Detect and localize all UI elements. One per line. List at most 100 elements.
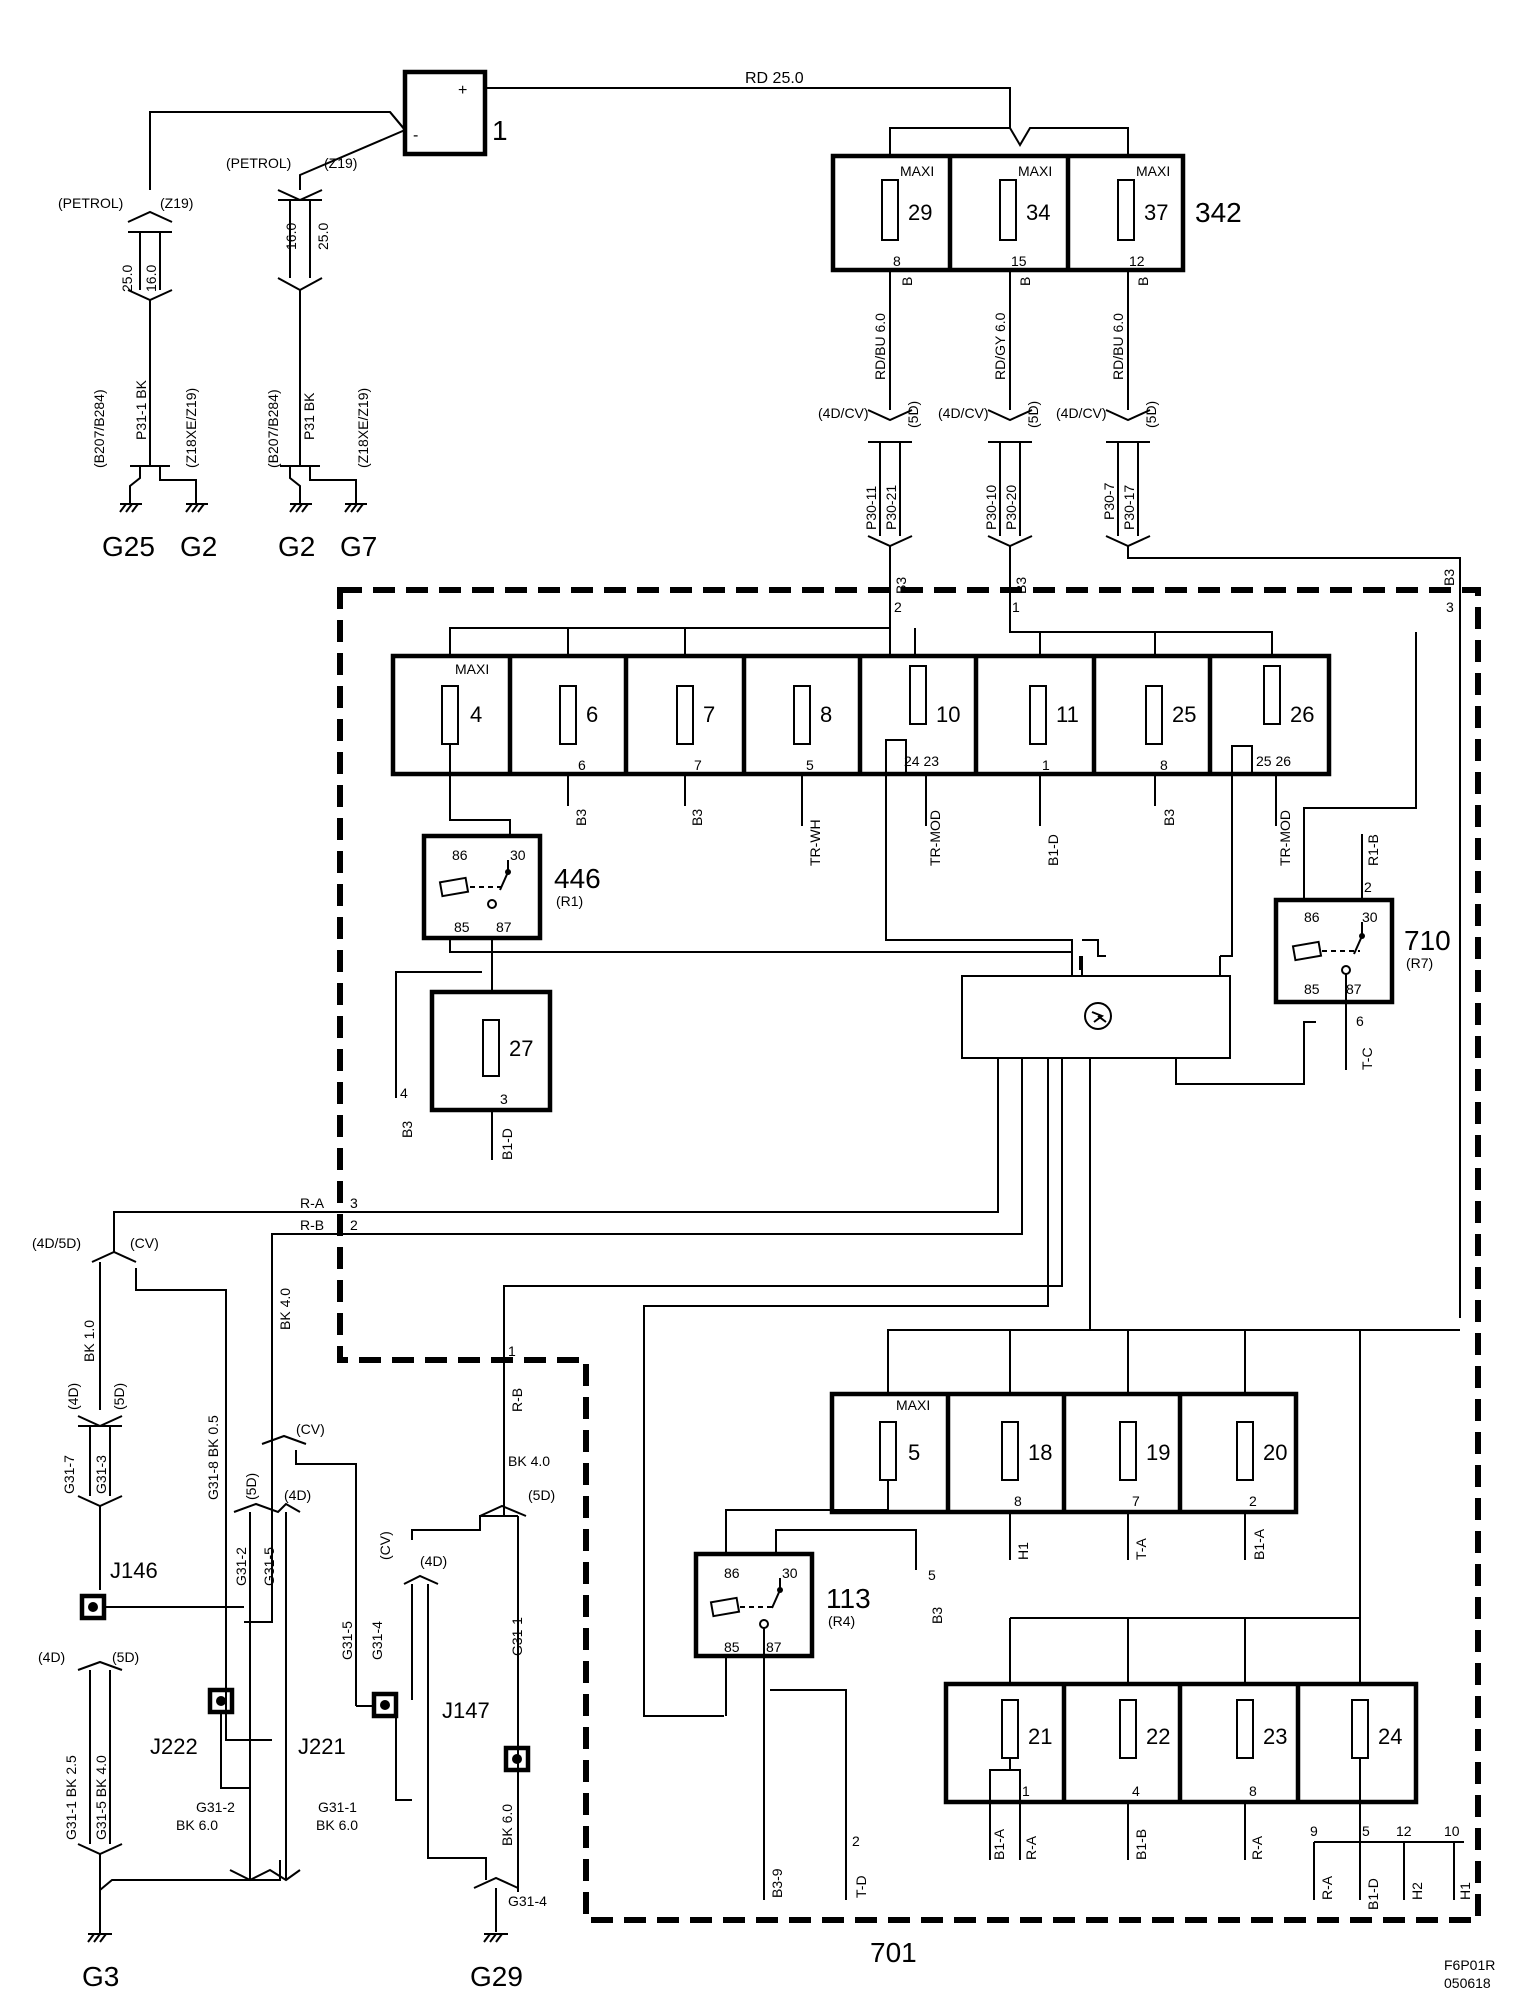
ground-g2-b: G2 xyxy=(278,531,315,562)
fuse-29-type: MAXI xyxy=(900,163,934,179)
fuse-23-out1: R-A xyxy=(1249,1835,1265,1860)
lg-4d4: (4D) xyxy=(38,1649,65,1665)
gm-z19: (Z19) xyxy=(324,155,357,171)
relay-710-p85: 85 xyxy=(1304,981,1320,997)
rb-pin: 2 xyxy=(350,1217,358,1233)
fuse-8-out: TR-WH xyxy=(807,819,823,866)
relay-710-top-label: R1-B xyxy=(1365,834,1381,866)
battery-minus-label: - xyxy=(413,127,418,144)
fuse-10-pin: 24 23 xyxy=(904,753,939,769)
gm-vr: (Z18XE/Z19) xyxy=(355,388,371,468)
fuse-21-num: 21 xyxy=(1028,1724,1052,1749)
conn-p30-7: P30-7 xyxy=(1101,482,1117,520)
fuse-25-pin: 8 xyxy=(1160,757,1168,773)
rb-bottom-label: R-B xyxy=(509,1388,525,1412)
fuse-6-num: 6 xyxy=(586,702,598,727)
lg-g315bk: G31-5 BK 4.0 xyxy=(93,1755,109,1840)
relay-113-b3-pin: 5 xyxy=(928,1567,936,1583)
rb-bk40: BK 4.0 xyxy=(508,1453,550,1469)
b3-4-pin: 4 xyxy=(400,1085,408,1101)
lg-g311: G31-1 xyxy=(509,1617,525,1656)
fuse-25-out: B3 xyxy=(1161,809,1177,826)
lg-5d2: (5D) xyxy=(243,1473,259,1500)
fuse-34-type: MAXI xyxy=(1018,163,1052,179)
wire-37: RD/BU 6.0 xyxy=(1110,313,1126,380)
fuse-10-out: TR-MOD xyxy=(927,810,943,866)
ground-g25: G25 xyxy=(102,531,155,562)
out-b1d: B1-D xyxy=(1365,1878,1381,1910)
fuse-row-upper: MAXI 4 6 6 7 7 8 5 10 24 23 11 1 25 8 26… xyxy=(390,653,1332,777)
relay-113-p86: 86 xyxy=(724,1565,740,1581)
out-h1: H1 xyxy=(1457,1882,1473,1900)
fuse-7-num: 7 xyxy=(703,702,715,727)
fuse-27-out: B1-D xyxy=(499,1128,515,1160)
lg-bk60a: BK 6.0 xyxy=(176,1817,218,1833)
fuse-18-num: 18 xyxy=(1028,1440,1052,1465)
fuse-21-out2: R-A xyxy=(1023,1835,1039,1860)
variant-34-l: (4D/CV) xyxy=(938,405,989,421)
fuse-37-num: 37 xyxy=(1144,200,1168,225)
fuse-19-pin: 7 xyxy=(1132,1493,1140,1509)
b3-feed-1: B3 xyxy=(893,577,909,594)
gm-petrol: (PETROL) xyxy=(226,155,291,171)
fuse-box-342-wiring-labels: B B B RD/BU 6.0 RD/GY 6.0 RD/BU 6.0 (4D/… xyxy=(818,277,1159,530)
out-h1-pin: 10 xyxy=(1444,1823,1460,1839)
fuse-box-342-id: 342 xyxy=(1195,197,1242,228)
conn-p30-11: P30-11 xyxy=(863,486,879,530)
footer-date: 050618 xyxy=(1444,1975,1491,1991)
fuse-37-type: MAXI xyxy=(1136,163,1170,179)
fuse-37-b: B xyxy=(1135,277,1151,286)
footer-code: F6P01R xyxy=(1444,1957,1495,1973)
fuse-20-out: B1-A xyxy=(1251,1528,1267,1560)
fuse-29-pin: 8 xyxy=(893,253,901,269)
conn-p30-20: P30-20 xyxy=(1003,485,1019,530)
relay-113-b39: B3-9 xyxy=(769,1868,785,1898)
relay-113-tag: (R4) xyxy=(828,1613,855,1629)
relay-113-id: 113 xyxy=(826,1583,871,1614)
lg-g315: G31-5 xyxy=(261,1547,277,1586)
relay-113-td-pin: 2 xyxy=(852,1833,860,1849)
fuse-19-out: T-A xyxy=(1133,1538,1149,1560)
lg-g314: G31-4 xyxy=(369,1621,385,1660)
relay-446-tag: (R1) xyxy=(556,893,583,909)
fuse-4-num: 4 xyxy=(470,702,482,727)
fuse-22-num: 22 xyxy=(1146,1724,1170,1749)
lg-cv2: (CV) xyxy=(296,1421,325,1437)
gl-vl: (B207/B284) xyxy=(91,389,107,468)
out-h2: H2 xyxy=(1409,1882,1425,1900)
junction-j221: J221 xyxy=(298,1734,346,1759)
b3-feed-1-pin: 2 xyxy=(894,599,902,615)
fuse-21-pin: 1 xyxy=(1022,1783,1030,1799)
ground-g29: G29 xyxy=(470,1961,523,1992)
fuse-34-pin: 15 xyxy=(1011,253,1027,269)
fuse-19-num: 19 xyxy=(1146,1440,1170,1465)
gm-w1: 16.0 xyxy=(283,223,299,250)
rb-bottom-pin: 1 xyxy=(508,1343,516,1359)
lg-bk40: BK 4.0 xyxy=(277,1288,293,1330)
relay-710: 86 30 85 87 710 (R7) xyxy=(1273,897,1451,1005)
fuse-34-b: B xyxy=(1017,277,1033,286)
relay-446-id: 446 xyxy=(554,863,601,894)
rb-label: R-B xyxy=(300,1217,324,1233)
gl-w1: 25.0 xyxy=(119,265,135,292)
fuse-row-lower: MAXI 5 18 8 19 7 20 2 xyxy=(829,1391,1299,1515)
relay-113-b3: B3 xyxy=(929,1607,945,1624)
relay-446-p30: 30 xyxy=(510,847,526,863)
ra-pin: 3 xyxy=(350,1195,358,1211)
gm-vl: (B207/B284) xyxy=(265,389,281,468)
fuse-11-out: B1-D xyxy=(1045,834,1061,866)
relay-113-p87: 87 xyxy=(766,1639,782,1655)
lg-g315b: G31-5 xyxy=(339,1621,355,1660)
relay-113-p30: 30 xyxy=(782,1565,798,1581)
variant-37-l: (4D/CV) xyxy=(1056,405,1107,421)
fuse-22-out1: B1-B xyxy=(1133,1829,1149,1860)
relay-710-p86: 86 xyxy=(1304,909,1320,925)
fuse-34-num: 34 xyxy=(1026,200,1050,225)
ground-g2-a: G2 xyxy=(180,531,217,562)
fuse-10-num: 10 xyxy=(936,702,960,727)
wire-34: RD/GY 6.0 xyxy=(992,312,1008,380)
relay-446-p86: 86 xyxy=(452,847,468,863)
lg-g317: G31-7 xyxy=(61,1455,77,1494)
fuse-20-num: 20 xyxy=(1263,1440,1287,1465)
lg-bk60b: BK 6.0 xyxy=(316,1817,358,1833)
